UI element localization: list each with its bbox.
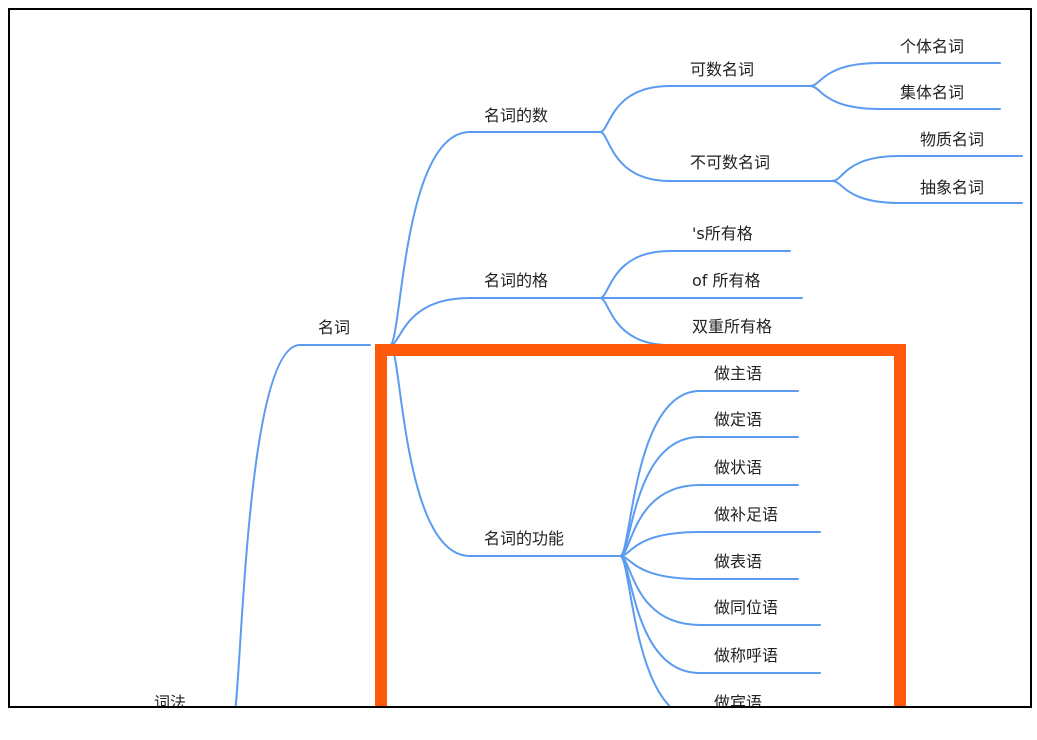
- node-number[interactable]: 名词的数: [484, 106, 549, 125]
- node-function-adverbial[interactable]: 做状语: [714, 458, 763, 477]
- node-noun[interactable]: 名词: [318, 318, 351, 337]
- node-individual-noun[interactable]: 个体名词: [900, 37, 965, 56]
- edge-function-4: [619, 531, 821, 557]
- node-function-object[interactable]: 做宾语: [714, 693, 763, 708]
- node-case-s[interactable]: 's所有格: [692, 224, 753, 243]
- edge-uncountable-material: [831, 155, 1023, 182]
- node-function-predicative[interactable]: 做表语: [714, 552, 763, 571]
- edge-case-s: [599, 250, 791, 299]
- node-uncountable[interactable]: 不可数名词: [690, 153, 771, 172]
- node-material-noun[interactable]: 物质名词: [920, 130, 985, 149]
- edge-number-countable: [599, 85, 811, 133]
- edge-function-5: [619, 555, 799, 580]
- edge-root-noun: [234, 344, 371, 706]
- edge-countable-individual: [809, 62, 1001, 87]
- node-collective-noun[interactable]: 集体名词: [900, 83, 965, 102]
- edge-countable-collective: [809, 85, 1001, 110]
- edge-function-8: [619, 555, 672, 706]
- edge-noun-case: [389, 297, 601, 346]
- edge-uncountable-abstract: [831, 180, 1023, 204]
- node-case-of[interactable]: of 所有格: [692, 271, 761, 290]
- node-case-double[interactable]: 双重所有格: [692, 317, 773, 336]
- node-countable[interactable]: 可数名词: [690, 60, 755, 79]
- node-function-appositive[interactable]: 做同位语: [714, 598, 779, 617]
- edge-noun-function: [389, 344, 621, 557]
- edge-noun-number: [389, 131, 601, 346]
- node-function-vocative[interactable]: 做称呼语: [714, 646, 779, 665]
- node-function[interactable]: 名词的功能: [484, 529, 565, 548]
- node-case[interactable]: 名词的格: [484, 271, 549, 290]
- node-root[interactable]: 词法: [154, 693, 187, 708]
- edge-number-uncountable: [599, 131, 833, 182]
- node-abstract-noun[interactable]: 抽象名词: [920, 178, 985, 197]
- highlight-box: [375, 344, 906, 706]
- node-function-subject[interactable]: 做主语: [714, 364, 763, 383]
- node-function-complement[interactable]: 做补足语: [714, 505, 779, 524]
- node-function-attributive[interactable]: 做定语: [714, 410, 763, 429]
- mindmap-frame: 词法 名词 名词的数 可数名词 个体名词 集体名词 不可数名词 物质名词 抽象名…: [8, 8, 1032, 708]
- edge-function-3: [619, 484, 799, 557]
